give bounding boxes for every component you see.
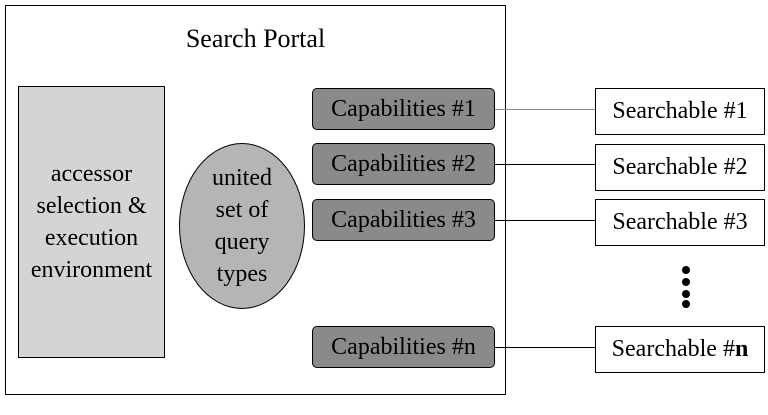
query-types-line: query — [214, 229, 270, 255]
ellipsis-dot — [682, 278, 690, 286]
searchable-box-n: Searchable #n — [595, 326, 765, 373]
searchable-label: Searchable # — [612, 154, 736, 180]
searchable-index: 1 — [735, 98, 748, 124]
accessor-environment-box: accessor selection & execution environme… — [18, 86, 165, 358]
accessor-line: environment — [30, 257, 153, 283]
searchable-index: 2 — [735, 154, 748, 180]
accessor-line: accessor — [50, 161, 133, 187]
searchable-box-2: Searchable #2 — [595, 144, 765, 191]
portal-title: Search Portal — [185, 24, 326, 53]
searchable-label: Searchable # — [612, 98, 736, 124]
query-types-line: united — [212, 165, 272, 191]
searchable-box-3: Searchable #3 — [595, 199, 765, 246]
capabilities-box-2: Capabilities #2 — [312, 143, 495, 185]
capabilities-box-3: Capabilities #3 — [312, 199, 495, 241]
accessor-line: selection & — [36, 193, 147, 219]
ellipsis-dot — [682, 266, 690, 274]
searchable-index: n — [734, 336, 749, 362]
capabilities-box-n: Capabilities #n — [312, 326, 495, 368]
accessor-line: execution — [44, 225, 139, 251]
searchable-label: Searchable # — [611, 336, 735, 362]
searchable-box-1: Searchable #1 — [595, 88, 765, 135]
connector-n — [495, 347, 595, 348]
query-types-line: set of — [215, 197, 269, 223]
ellipsis-dot — [682, 290, 690, 298]
connector-3 — [495, 220, 595, 221]
connector-2 — [495, 164, 595, 165]
capabilities-box-1: Capabilities #1 — [312, 88, 495, 130]
query-types-ellipse: united set of query types — [179, 143, 305, 309]
connector-1 — [495, 109, 595, 110]
query-types-line: types — [216, 261, 268, 287]
searchable-index: 3 — [735, 209, 748, 235]
searchable-label: Searchable # — [612, 209, 736, 235]
ellipsis-dot — [682, 300, 690, 308]
